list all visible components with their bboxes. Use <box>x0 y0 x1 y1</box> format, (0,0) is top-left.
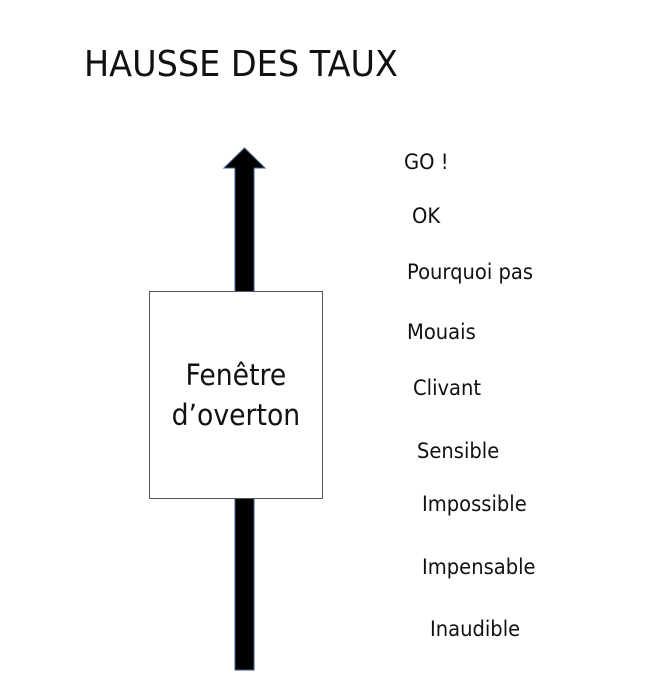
level-clivant: Clivant <box>413 376 482 400</box>
overton-window-label: Fenêtre d’overton <box>172 355 301 435</box>
level-pourquoi-pas: Pourquoi pas <box>407 260 534 284</box>
level-ok: OK <box>412 204 441 228</box>
level-mouais: Mouais <box>407 320 476 344</box>
level-inaudible: Inaudible <box>430 617 521 641</box>
level-go: GO ! <box>404 150 449 174</box>
overton-window-label-line1: Fenêtre <box>185 358 287 392</box>
page-title: HAUSSE DES TAUX <box>84 44 398 85</box>
level-sensible: Sensible <box>417 439 500 463</box>
level-impossible: Impossible <box>422 492 527 516</box>
overton-window-box: Fenêtre d’overton <box>149 291 323 499</box>
level-impensable: Impensable <box>422 555 536 579</box>
overton-window-label-line2: d’overton <box>171 398 301 432</box>
